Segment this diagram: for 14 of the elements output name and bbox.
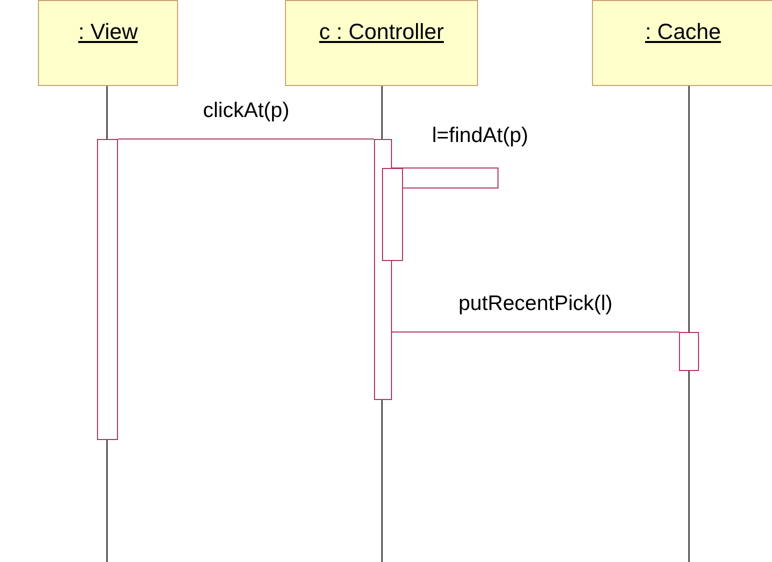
message-label: putRecentPick(l) bbox=[458, 292, 613, 316]
object-box bbox=[592, 0, 772, 86]
object-name: : View bbox=[77, 19, 139, 45]
message-line bbox=[118, 138, 374, 140]
activation-bar bbox=[97, 139, 118, 440]
message-label: clickAt(p) bbox=[203, 99, 290, 123]
object-box bbox=[285, 0, 478, 86]
activation-bar bbox=[679, 332, 699, 371]
object-box bbox=[38, 0, 178, 86]
object-name: : Cache bbox=[644, 19, 722, 45]
message-label: l=findAt(p) bbox=[432, 124, 528, 148]
object-name: c : Controller bbox=[318, 19, 445, 45]
message-line bbox=[392, 168, 498, 188]
activation-bar bbox=[382, 168, 403, 261]
